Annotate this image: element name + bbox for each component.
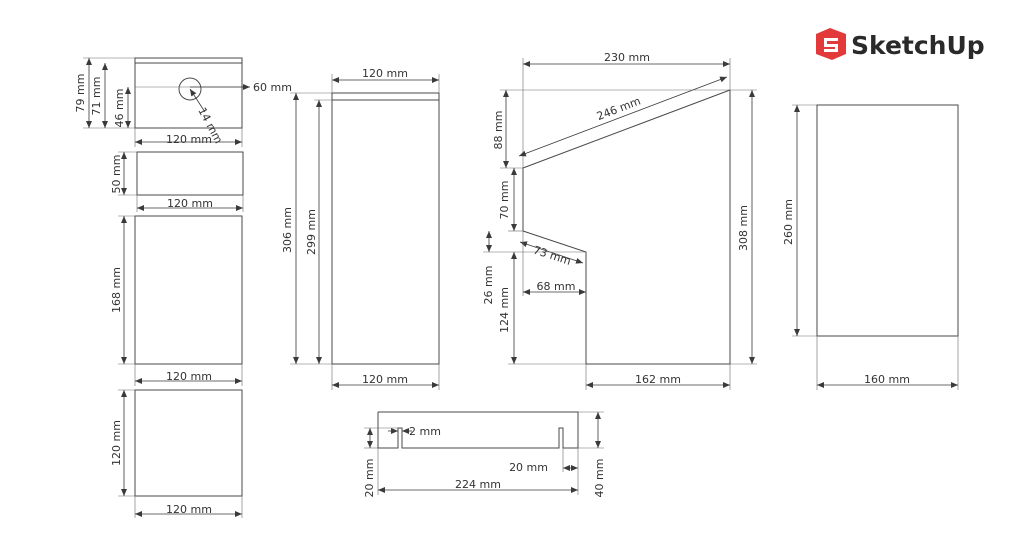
part-lid-with-hole <box>83 57 250 147</box>
dim-label-306: 306 mm <box>281 207 294 253</box>
dim-label-246: 246 mm <box>595 94 643 123</box>
dim-label-panel-width: 120 mm <box>166 370 212 383</box>
brand-name: SketchUp <box>851 31 985 60</box>
dim-label-68: 68 mm <box>537 280 576 293</box>
dim-label-50: 50 mm <box>110 155 123 194</box>
dim-label-tall-width-bottom: 120 mm <box>362 373 408 386</box>
dim-label-square-width: 120 mm <box>166 503 212 516</box>
dim-label-2: 2 mm <box>409 425 441 438</box>
dim-label-46: 46 mm <box>113 89 126 128</box>
dim-label-71: 71 mm <box>90 77 103 116</box>
dim-label-308: 308 mm <box>737 205 750 251</box>
dim-label-260: 260 mm <box>782 199 795 245</box>
dim-label-124: 124 mm <box>498 287 511 333</box>
sketchup-logo-icon <box>816 28 846 60</box>
part-slotted-strip <box>364 411 604 495</box>
dim-label-20-left: 20 mm <box>363 459 376 498</box>
part-tall-panel <box>290 74 440 390</box>
dim-label-88: 88 mm <box>492 111 505 150</box>
dim-label-168: 168 mm <box>110 267 123 313</box>
dim-label-160: 160 mm <box>864 373 910 386</box>
dim-label-40: 40 mm <box>593 459 606 498</box>
part-side-panel <box>483 58 757 390</box>
dim-label-lid-width: 120 mm <box>166 133 212 146</box>
part-back-panel <box>792 104 959 390</box>
dim-label-20-right: 20 mm <box>509 461 548 474</box>
dim-label-26: 26 mm <box>482 266 495 305</box>
part-bottom-square <box>118 389 243 518</box>
dim-label-230: 230 mm <box>604 51 650 64</box>
dim-label-60: 60 mm <box>253 81 292 94</box>
dim-label-strip-width: 120 mm <box>167 197 213 210</box>
dim-label-79: 79 mm <box>74 74 87 113</box>
dim-label-tall-width-top: 120 mm <box>362 67 408 80</box>
part-front-strip <box>118 151 244 212</box>
dim-label-73: 73 mm <box>532 243 573 267</box>
part-front-panel <box>118 215 243 386</box>
dim-label-square-height: 120 mm <box>110 420 123 466</box>
dim-label-162: 162 mm <box>635 373 681 386</box>
dim-label-70: 70 mm <box>498 181 511 220</box>
dim-label-224: 224 mm <box>455 478 501 491</box>
dim-label-299: 299 mm <box>305 209 318 255</box>
